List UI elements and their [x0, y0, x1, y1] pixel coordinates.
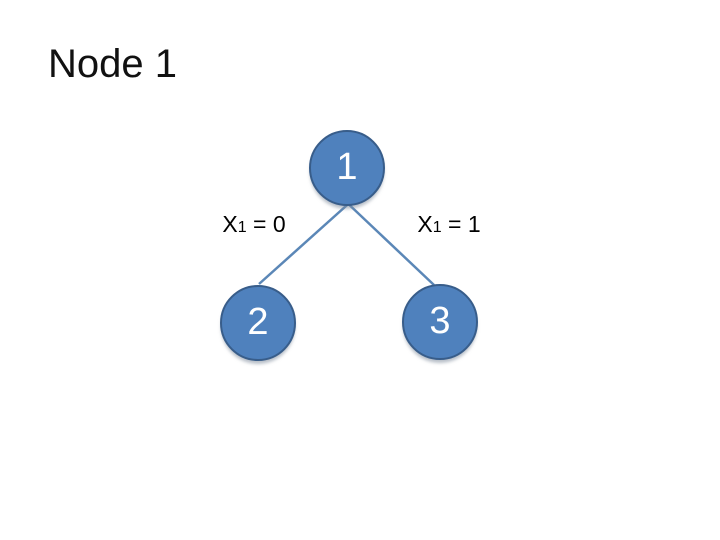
edge-left-variable: X	[222, 211, 238, 237]
tree-node-right-child: 3	[402, 284, 478, 360]
edge-left-subscript: 1	[237, 219, 247, 236]
tree-node-left-child: 2	[220, 285, 296, 361]
edge-label-right: X1 = 1	[404, 211, 494, 238]
tree-node-right-label: 3	[429, 299, 451, 342]
edge-right-subscript: 1	[432, 219, 442, 236]
slide-title: Node 1	[48, 42, 177, 86]
tree-node-root: 1	[309, 130, 385, 206]
edge-right-variable: X	[417, 211, 433, 237]
tree-node-root-label: 1	[336, 145, 358, 188]
edge-right-value: = 1	[441, 211, 481, 237]
edge-label-left: X1 = 0	[209, 211, 299, 238]
edge-left-value: = 0	[246, 211, 286, 237]
tree-node-left-label: 2	[247, 300, 269, 343]
